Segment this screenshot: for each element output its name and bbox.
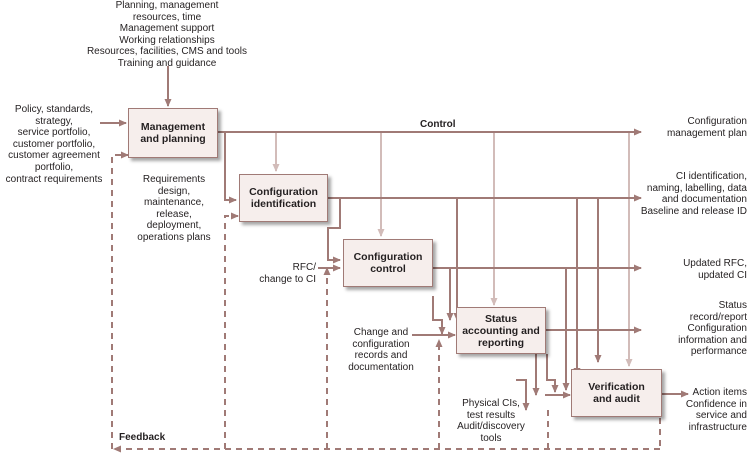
rfc-line-1: RFC/	[292, 262, 316, 273]
top-inputs-text: Planning, management resources, time Man…	[72, 0, 262, 70]
output-actions-line-1: Action items	[692, 387, 747, 398]
output-identification-line-4: Baseline and release ID	[640, 205, 747, 217]
output-actions-line-2: Confidence in	[685, 398, 747, 410]
identification-box-line-2: identification	[250, 198, 317, 210]
management-box-line-2: and planning	[140, 133, 206, 145]
top-input-line-4: Working relationships	[119, 34, 215, 46]
output-plan-line-1: Configuration	[687, 116, 747, 127]
management-box-line-1: Management	[140, 121, 206, 133]
physical-cis-line-3: Audit/discovery	[457, 421, 525, 433]
verification-box-line-1: Verification	[588, 381, 645, 393]
output-action-items: Action items Confidence in service and i…	[672, 387, 747, 433]
status-box-line-3: reporting	[477, 336, 525, 349]
verification-and-audit-box: Verification and audit	[571, 369, 662, 417]
left-inputs-text: Policy, standards, strategy, service por…	[0, 104, 108, 185]
output-ci-identification: CI identification, naming, labelling, da…	[630, 171, 747, 217]
left-input-line-6: portfolio,	[34, 161, 74, 173]
top-input-line-5: Resources, facilities, CMS and tools	[86, 46, 248, 58]
feedback-label: Feedback	[119, 432, 166, 443]
requirements-line-4: release,	[156, 208, 192, 220]
status-box-line-1: Status	[484, 312, 518, 325]
left-input-line-4: customer portfolio,	[12, 138, 96, 150]
change-records-line-1: Change and	[353, 327, 409, 338]
rfc-line-2: change to CI	[259, 273, 316, 285]
output-updated-line-2: updated CI	[698, 269, 747, 281]
physical-cis-text: Physical CIs, test results Audit/discove…	[452, 398, 530, 444]
top-input-line-2: resources, time	[132, 11, 202, 23]
left-input-line-1: Policy, standards,	[14, 104, 94, 115]
change-records-line-4: documentation	[348, 361, 414, 373]
rfc-text: RFC/ change to CI	[244, 262, 316, 285]
top-input-line-6: Training and guidance	[117, 57, 217, 69]
top-input-line-1: Planning, management	[115, 0, 219, 11]
output-status-line-5: performance	[690, 346, 747, 358]
left-input-line-7: contract requirements	[5, 173, 103, 185]
left-input-line-5: customer agreement	[8, 150, 100, 162]
left-input-line-3: service portfolio,	[17, 127, 91, 139]
physical-cis-arrow	[516, 379, 530, 411]
change-records-line-3: records and	[354, 350, 408, 362]
control-box-line-2: control	[370, 263, 406, 275]
change-records-line-2: configuration	[352, 338, 410, 350]
configuration-identification-box: Configuration identification	[239, 174, 328, 222]
configuration-control-box: Configuration control	[343, 239, 433, 287]
output-status-line-4: information and	[678, 334, 747, 346]
output-actions-line-4: infrastructure	[688, 421, 747, 433]
output-updated-rfc: Updated RFC, updated CI	[660, 258, 747, 281]
requirements-arrow	[224, 133, 237, 204]
output-status-line-2: record/report	[689, 311, 747, 323]
output-identification-line-2: naming, labelling, data	[646, 182, 747, 194]
change-records-text: Change and configuration records and doc…	[340, 327, 422, 373]
requirements-line-3: maintenance,	[143, 197, 205, 209]
output-plan-line-2: management plan	[666, 127, 747, 139]
control-box-line-1: Configuration	[353, 251, 423, 263]
top-input-line-3: Management support	[119, 23, 215, 35]
output-updated-line-1: Updated RFC,	[683, 258, 747, 269]
control-to-status	[432, 296, 446, 335]
output-actions-line-3: service and	[695, 410, 747, 422]
verification-box-line-2: and audit	[593, 393, 640, 405]
requirements-text: Requirements design, maintenance, releas…	[126, 174, 222, 244]
feedback-rise-identification	[224, 212, 239, 449]
output-status-line-1: Status	[718, 300, 747, 311]
output-identification-line-3: and documentation	[661, 194, 747, 206]
identification-box-line-1: Configuration	[249, 186, 318, 198]
status-box-line-2: accounting and	[462, 324, 540, 337]
status-to-verification-a	[546, 354, 559, 393]
management-and-planning-box: Management and planning	[128, 108, 218, 158]
physical-cis-line-4: tools	[480, 432, 502, 444]
requirements-line-5: deployment,	[146, 220, 202, 232]
left-input-line-2: strategy,	[35, 115, 73, 127]
requirements-line-2: design,	[157, 185, 191, 197]
output-identification-line-1: CI identification,	[675, 171, 747, 182]
requirements-line-6: operations plans	[137, 231, 211, 243]
output-config-plan: Configuration management plan	[630, 116, 747, 139]
requirements-line-1: Requirements	[142, 174, 206, 185]
control-label: Control	[420, 119, 456, 130]
output-status-line-3: Configuration	[687, 323, 747, 335]
physical-cis-line-2: test results	[466, 409, 516, 421]
status-accounting-box: Status accounting and reporting	[456, 307, 546, 354]
output-status-record: Status record/report Configuration infor…	[660, 300, 747, 358]
physical-cis-line-1: Physical CIs,	[462, 398, 520, 409]
identification-to-control	[327, 198, 341, 264]
